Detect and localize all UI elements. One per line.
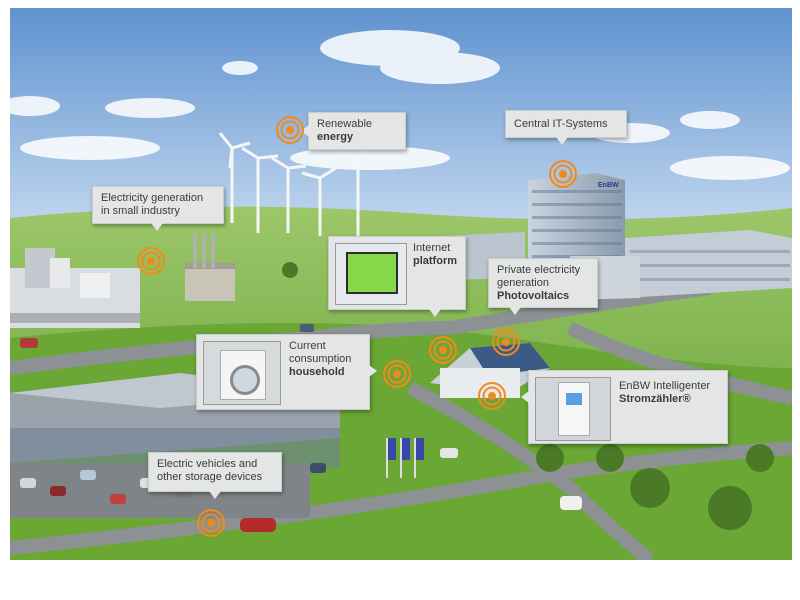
callout-tail — [209, 491, 221, 499]
callout-text: energy — [317, 131, 354, 143]
display-screen — [346, 252, 398, 294]
small-industry-building — [185, 233, 235, 301]
industry-left — [10, 248, 140, 328]
callout-text: Central IT-Systems — [514, 118, 608, 130]
callout-text: Renewable — [317, 118, 373, 130]
target-photovoltaics[interactable] — [491, 327, 521, 357]
callout-tail — [151, 223, 163, 231]
callout-tail — [429, 309, 441, 317]
callout-tail — [369, 365, 377, 377]
enbw-logo: EnBW — [598, 182, 619, 189]
smart-meter-thumbnail — [535, 377, 611, 441]
washing-machine-thumbnail — [203, 341, 281, 405]
target-internet-platform[interactable] — [428, 335, 458, 365]
callout-text: Private electricity — [497, 264, 581, 276]
energy-network-illustration: Renewable energy Central IT-Systems Elec… — [10, 8, 792, 560]
callout-text: in small industry — [101, 205, 180, 217]
meter-display — [566, 393, 582, 405]
callout-internet-platform: Internet platform — [328, 236, 466, 317]
trees — [282, 262, 774, 530]
callout-smart-meter: EnBW Intelligenter Stromzähler® — [521, 370, 728, 444]
solar-house — [430, 343, 550, 398]
washing-machine-icon — [220, 350, 266, 400]
callout-photovoltaics: Private electricity generation Photovolt… — [488, 258, 598, 315]
callout-text: platform — [413, 255, 457, 267]
callout-electric-vehicles: Electric vehicles and other storage devi… — [148, 452, 282, 499]
target-electric-vehicles[interactable] — [196, 508, 226, 538]
callout-text: Photovoltaics — [497, 290, 570, 302]
callout-text: consumption — [289, 353, 352, 365]
internet-platform-thumbnail — [335, 243, 407, 305]
callout-text: household — [289, 366, 345, 378]
callout-household-consumption: Current consumption household — [196, 334, 377, 410]
target-household[interactable] — [382, 359, 412, 389]
callout-text: Stromzähler® — [619, 393, 691, 405]
wind-turbines — [218, 132, 374, 238]
target-smart-meter[interactable] — [477, 381, 507, 411]
callout-renewable-energy: Renewable energy — [301, 112, 406, 150]
washing-machine-door — [230, 365, 260, 395]
callout-text: Internet — [413, 242, 451, 254]
target-central-it-systems[interactable] — [548, 159, 578, 189]
smart-meter-icon — [558, 382, 590, 436]
callout-text: generation — [497, 277, 549, 289]
callout-text: Electric vehicles and — [157, 458, 258, 470]
target-small-industry[interactable] — [136, 246, 166, 276]
callout-text: Current — [289, 340, 326, 352]
callout-text: other storage devices — [157, 471, 263, 483]
callout-tail — [301, 125, 309, 137]
callout-text: Electricity generation — [101, 192, 204, 204]
target-renewable-energy[interactable] — [275, 115, 305, 145]
callout-tail — [556, 137, 568, 145]
callout-central-it-systems: Central IT-Systems — [505, 110, 627, 145]
flags — [386, 438, 424, 478]
callout-text: EnBW Intelligenter — [619, 380, 711, 392]
callout-tail — [521, 391, 529, 403]
callout-tail — [509, 307, 521, 315]
callout-small-industry: Electricity generation in small industry — [92, 186, 224, 231]
